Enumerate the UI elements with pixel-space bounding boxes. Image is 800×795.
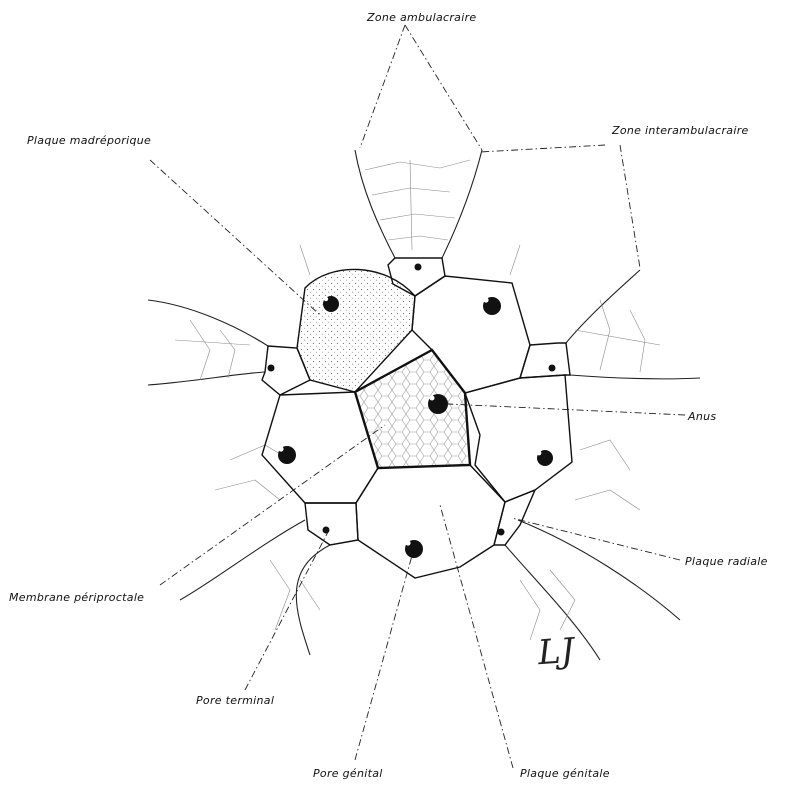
zone-right-upper-edge	[565, 269, 641, 344]
zone-right-lower-edge	[569, 374, 701, 380]
leader-plaque-madreporique	[149, 159, 321, 316]
terminal-pore-bottom-left	[322, 526, 330, 534]
zone-bottom-right-outer	[517, 519, 681, 621]
terminal-pore-top	[414, 263, 422, 271]
terminal-pore-bottom-right	[497, 528, 505, 536]
genital-plate-right	[464, 374, 573, 503]
leader-anus	[447, 403, 686, 416]
radial-plate-top	[387, 257, 446, 297]
terminal-pore-right	[548, 364, 556, 372]
label-membrane-periproctale: Membrane périproctale	[9, 591, 145, 604]
label-plaque-radiale: Plaque radiale	[685, 555, 768, 568]
genital-plate-bottom	[355, 464, 506, 579]
zone-bottom-left-inner	[179, 519, 306, 601]
leader-lines	[149, 24, 686, 769]
terminal-pores	[267, 263, 556, 536]
label-pore-genital: Pore génital	[313, 767, 383, 780]
label-pore-terminal: Pore terminal	[196, 694, 275, 707]
label-anus: Anus	[688, 410, 717, 423]
zone-top-left-edge	[354, 149, 396, 259]
leader-plaque-radiale	[511, 517, 681, 561]
leader-plaque-genitale	[439, 504, 514, 769]
leader-membrane-periproctale	[159, 424, 386, 586]
radial-plate-bottom-right	[493, 488, 537, 546]
zone-top-right-edge	[441, 149, 483, 259]
radial-plate-right	[519, 342, 571, 379]
radial-plates	[261, 257, 571, 546]
leader-pore-terminal	[244, 531, 329, 691]
artist-signature: LJ	[536, 630, 576, 674]
leader-zone-ambulacraire-left	[359, 24, 406, 149]
zone-left-lower-edge	[147, 371, 266, 386]
radial-plate-bottom-left	[304, 502, 359, 546]
leader-zone-interambulacraire	[479, 144, 641, 269]
label-zone-interambulacraire: Zone interambulacraire	[612, 124, 749, 137]
terminal-pore-left	[267, 364, 275, 372]
zone-left-upper-edge	[147, 299, 269, 347]
zone-bottom-left-outer	[295, 544, 331, 656]
zone-sutures	[174, 159, 661, 641]
label-zone-ambulacraire: Zone ambulacraire	[367, 11, 477, 24]
zone-bottom-right-inner	[504, 544, 601, 661]
label-plaque-madreporique: Plaque madréporique	[27, 134, 152, 147]
ambulacral-zones	[147, 149, 701, 661]
leader-pore-genital	[354, 551, 414, 761]
radial-plate-left	[261, 345, 311, 396]
label-plaque-genitale: Plaque génitale	[520, 767, 610, 780]
genital-pores	[278, 296, 553, 558]
periproctal-membrane	[353, 348, 472, 470]
leader-zone-ambulacraire-right	[404, 24, 483, 151]
